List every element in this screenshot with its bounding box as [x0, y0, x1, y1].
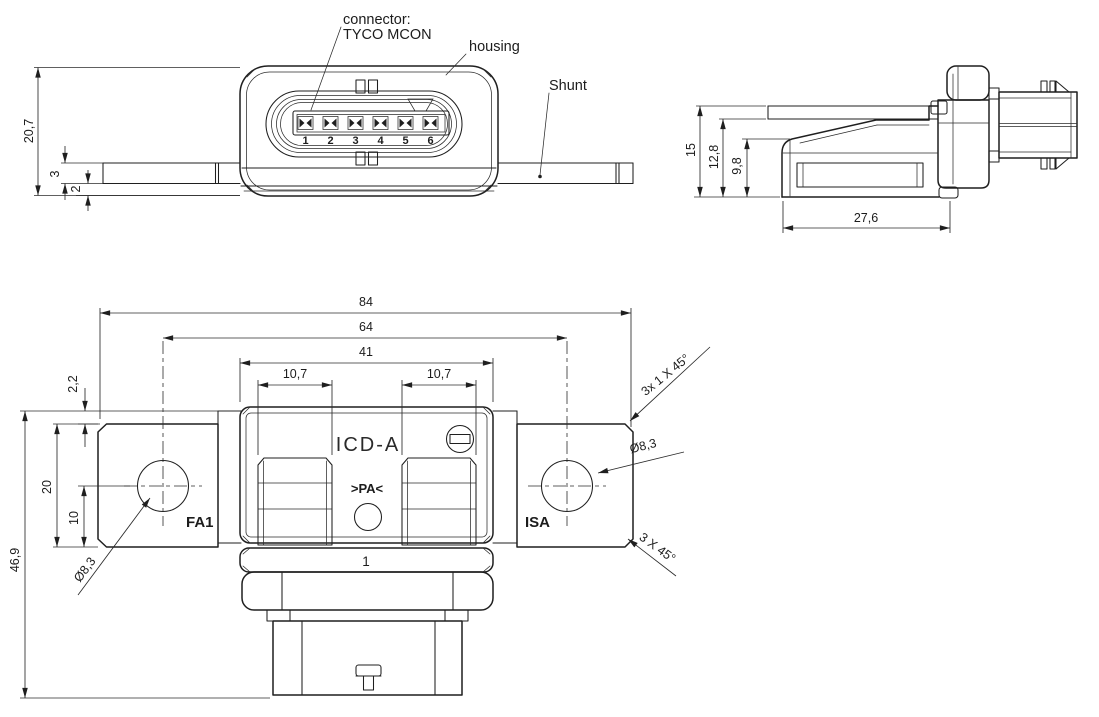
- pin-contact: [372, 116, 389, 130]
- housing-corner-ticks: [246, 68, 492, 194]
- dim-text-10-7-right: 10,7: [427, 367, 451, 381]
- dim-busbar-offset: 2: [69, 170, 240, 211]
- alignment-ribs: [355, 79, 379, 166]
- position-marking: 1: [362, 554, 370, 569]
- dim-text-15: 15: [684, 143, 698, 157]
- terminal-label-fa1: FA1: [186, 514, 214, 531]
- pin-number-5: 5: [402, 135, 408, 147]
- housing-outline: [239, 65, 499, 197]
- label-housing: housing: [445, 39, 520, 76]
- connector-head: [930, 65, 990, 199]
- pin-contact: [322, 116, 339, 130]
- dim-text-dia-right: Ø8,3: [628, 436, 658, 456]
- pin-number-1: 1: [302, 135, 308, 147]
- pin-contact: [422, 116, 439, 130]
- pin-number-3: 3: [352, 135, 358, 147]
- label-shunt: Shunt: [538, 78, 587, 179]
- dim-overall-length: 84: [99, 295, 632, 427]
- busbar-front: [102, 162, 634, 185]
- dim-tab-width: 20: [40, 423, 98, 548]
- dim-body-width: 41: [239, 345, 494, 402]
- pin-number-4: 4: [377, 135, 384, 147]
- dim-text-2-2: 2,2: [66, 375, 80, 392]
- body-outline: [239, 406, 494, 544]
- dim-text-3: 3: [48, 170, 62, 177]
- slot-mark: [445, 424, 475, 454]
- model-marking: ICD-A: [336, 434, 400, 456]
- dim-text-12-8: 12,8: [707, 145, 721, 169]
- body-inner-outline: [245, 412, 488, 538]
- side-view: 15 12,8 9,8 27,6: [684, 65, 1078, 233]
- dim-text-20: 20: [40, 480, 54, 494]
- dim-text-20-7: 20,7: [22, 119, 36, 143]
- latch-tab: [355, 664, 382, 691]
- pin-number-6: 6: [427, 135, 433, 147]
- connector-shroud: [266, 609, 469, 696]
- shunt-label: Shunt: [549, 78, 587, 94]
- dim-text-10: 10: [67, 511, 81, 525]
- lower-body: [781, 105, 940, 198]
- housing-label: housing: [469, 39, 520, 55]
- plug-latch-bottom: [1040, 157, 1070, 170]
- dim-text-84: 84: [359, 295, 373, 309]
- lower-band: [241, 571, 494, 611]
- dim-slot-left: 10,7: [257, 367, 333, 455]
- terminal-tab-right: [516, 423, 634, 548]
- plug: [988, 80, 1078, 170]
- dim-text-46-9: 46,9: [8, 548, 22, 572]
- hole-right: [528, 341, 606, 526]
- dim-text-10-7-left: 10,7: [283, 367, 307, 381]
- callout-hole-dia-right: Ø8,3: [597, 436, 685, 474]
- dim-text-41: 41: [359, 345, 373, 359]
- pin-carrier-inner: [296, 114, 446, 133]
- fuse-block-left: [257, 457, 333, 546]
- connector-opening-rings: [265, 90, 463, 158]
- busbar-strip-segments: [217, 410, 518, 544]
- dim-hole-spacing: 64: [163, 320, 567, 341]
- terminal-label-isa: ISA: [525, 514, 550, 531]
- body-corner-ticks: [242, 406, 491, 544]
- material-marking: >PA<: [351, 481, 384, 496]
- pins: [297, 116, 439, 130]
- dim-text-64: 64: [359, 320, 373, 334]
- dim-tab-thickness: 3: [48, 146, 103, 200]
- dim-text-2: 2: [69, 185, 83, 192]
- dim-text-27-6: 27,6: [854, 211, 878, 225]
- pin-contact: [297, 116, 314, 130]
- label-connector: connector: TYCO MCON: [310, 12, 432, 111]
- dim-hole-offset: 10: [67, 485, 130, 547]
- plug-latch-top: [1040, 80, 1070, 93]
- dim-side-heights: 15 12,8 9,8: [684, 105, 790, 198]
- housing-inner-outline: [246, 71, 492, 191]
- pin-carrier: [292, 110, 450, 136]
- connector-label-line1: connector:: [343, 12, 411, 28]
- dim-slot-right: 10,7: [401, 367, 477, 455]
- connector-label-line2: TYCO MCON: [343, 27, 432, 43]
- dim-text-9-8: 9,8: [730, 157, 744, 174]
- dim-overall-depth: 46,9: [8, 411, 270, 699]
- front-view: 1 2 3 4 5 6 20,7 3: [22, 12, 634, 211]
- fuse-block-right: [401, 457, 477, 546]
- hole-left: [124, 341, 202, 526]
- pin-contact: [347, 116, 364, 130]
- round-mark: [353, 502, 383, 532]
- pin-number-2: 2: [327, 135, 333, 147]
- dim-body-length: 27,6: [782, 201, 951, 233]
- busbar-side: [767, 105, 939, 120]
- pin-contact: [397, 116, 414, 130]
